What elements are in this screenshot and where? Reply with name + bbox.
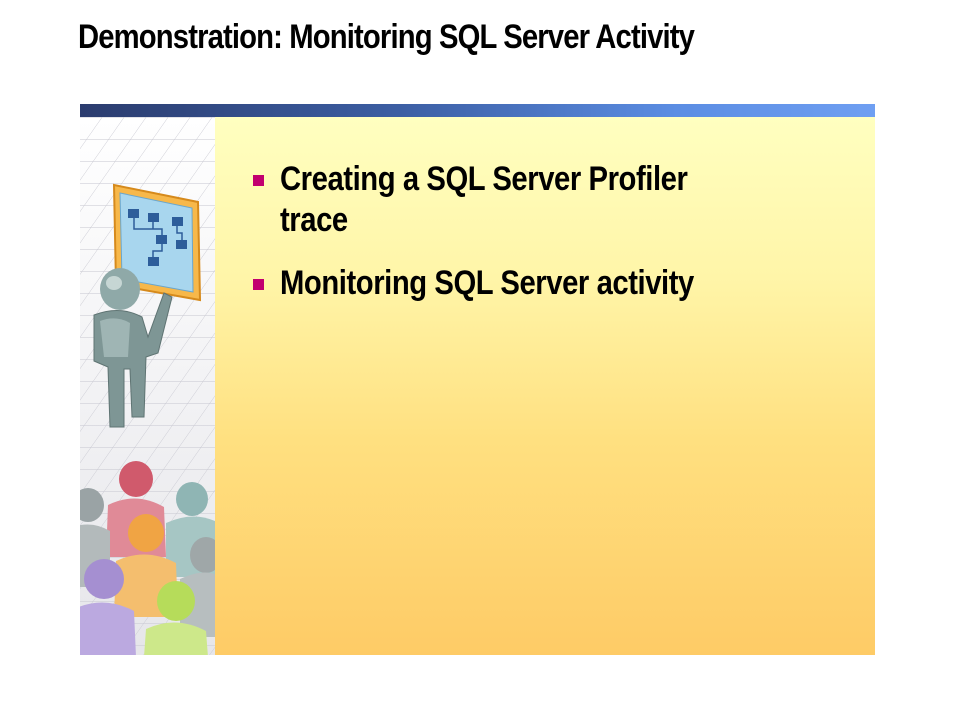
flowchart-diagram-icon (112, 183, 202, 302)
bullet-text: Monitoring SQL Server activity (280, 264, 694, 302)
presenter-figure (93, 268, 173, 428)
square-bullet-icon (253, 279, 264, 290)
content-area: Creating a SQL Server Profiler trace Mon… (215, 117, 875, 655)
bullet-text: Creating a SQL Server Profiler trace (280, 160, 688, 239)
bullet-item: Creating a SQL Server Profiler trace (253, 159, 813, 241)
title-bar (80, 104, 875, 117)
bullet-list: Creating a SQL Server Profiler trace Mon… (253, 159, 813, 326)
presenter-illustration-svg (80, 117, 215, 655)
slide-title: Demonstration: Monitoring SQL Server Act… (78, 18, 695, 56)
presenter-audience-illustration (80, 117, 215, 655)
audience-figures (80, 461, 215, 655)
bullet-item: Monitoring SQL Server activity (253, 263, 813, 304)
square-bullet-icon (253, 175, 264, 186)
